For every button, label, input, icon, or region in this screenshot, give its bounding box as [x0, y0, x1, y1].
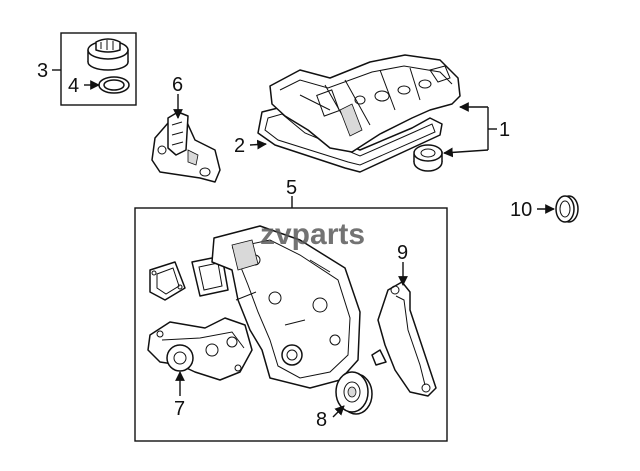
watermark-text: zvparts: [260, 218, 365, 251]
callout-10[interactable]: 10: [510, 199, 532, 221]
callout-2[interactable]: 2: [234, 135, 245, 157]
valve-cover[interactable]: [269, 54, 461, 153]
callout-4[interactable]: 4: [68, 75, 79, 97]
oil-cap-group: [60, 32, 137, 106]
callout-9[interactable]: 9: [397, 242, 408, 264]
oil-filler-cap[interactable]: [87, 38, 129, 71]
oil-level-bracket[interactable]: [151, 111, 221, 183]
oil-cap-box: [60, 32, 137, 106]
callout-1[interactable]: 1: [499, 119, 510, 141]
water-outlet-gasket[interactable]: [149, 261, 186, 301]
callout-5[interactable]: 5: [286, 177, 297, 199]
callout-7[interactable]: 7: [174, 398, 185, 420]
valve-cover-seal[interactable]: [413, 144, 443, 172]
callout-6[interactable]: 6: [172, 74, 183, 96]
crankshaft-sprocket[interactable]: [335, 371, 373, 415]
leader-lines: [52, 69, 555, 418]
oil-cap-gasket[interactable]: [98, 76, 130, 94]
callout-3[interactable]: 3: [37, 60, 48, 82]
crankshaft-seal[interactable]: [555, 195, 579, 223]
timing-chain-guide[interactable]: [371, 281, 437, 397]
timing-cover-box: [134, 207, 448, 442]
timing-chain-cover[interactable]: [211, 225, 361, 389]
water-pump[interactable]: [147, 317, 253, 381]
callout-8[interactable]: 8: [316, 409, 327, 431]
